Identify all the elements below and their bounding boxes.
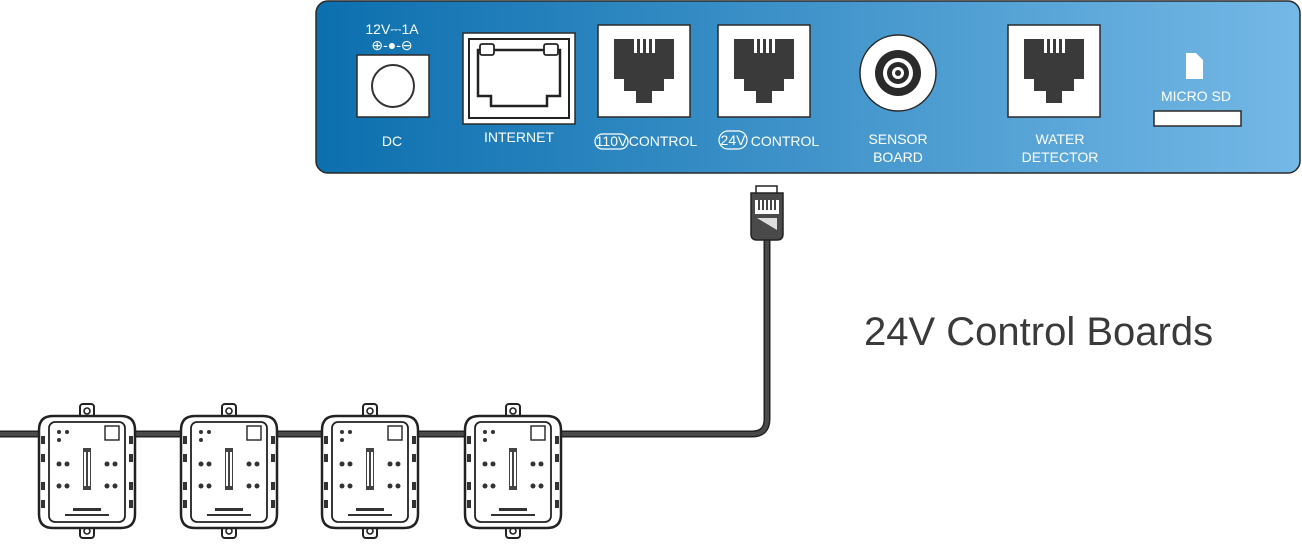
dc-polarity-symbol: ⊕-●-⊖: [371, 37, 412, 53]
dc-jack-icon: [371, 64, 415, 108]
control-cable: [0, 185, 784, 438]
sd-card-icon: [1186, 53, 1203, 79]
sensor-board-label-line2: BOARD: [873, 149, 923, 165]
control-board-icon: [463, 402, 563, 540]
control-24v-label: CONTROL: [751, 133, 820, 149]
bnc-connector-icon: [859, 34, 937, 112]
control-110v-label: CONTROL: [629, 133, 698, 149]
controller-panel: 12V⎓1A ⊕-●-⊖ DC INTERNET 110V CONTROL: [315, 0, 1301, 174]
dc-label: DC: [382, 133, 402, 149]
sensor-board-label-line1: SENSOR: [868, 131, 927, 147]
micro-sd-slot[interactable]: MICRO SD: [1153, 53, 1242, 127]
internet-label: INTERNET: [484, 129, 554, 145]
control-110v-badge: 110V: [596, 133, 628, 149]
rj-plug-icon: [750, 185, 784, 241]
control-board-icon: [179, 402, 279, 540]
water-detector-port[interactable]: WATER DETECTOR: [1007, 24, 1101, 165]
control-24v-badge: 24V: [721, 132, 747, 148]
rj-jack-icon: [717, 24, 811, 118]
diagram-heading: 24V Control Boards: [864, 310, 1213, 354]
water-detector-label-line2: DETECTOR: [1022, 149, 1099, 165]
micro-sd-label: MICRO SD: [1161, 88, 1231, 104]
dc-rating-label: 12V⎓1A: [365, 21, 419, 37]
internet-port[interactable]: INTERNET: [462, 32, 576, 145]
ethernet-jack-icon: [468, 38, 570, 119]
dc-power-port[interactable]: 12V⎓1A ⊕-●-⊖ DC: [356, 21, 430, 149]
control-24v-port[interactable]: 24V CONTROL: [717, 24, 820, 150]
control-board-chain: [37, 402, 563, 540]
sensor-board-port[interactable]: SENSOR BOARD: [859, 34, 937, 165]
control-110v-port[interactable]: 110V CONTROL: [594, 24, 698, 150]
rj-jack-icon: [597, 24, 691, 118]
rj-jack-icon: [1007, 24, 1101, 118]
water-detector-label-line1: WATER: [1036, 131, 1085, 147]
control-board-icon: [320, 402, 420, 540]
control-board-icon: [37, 402, 137, 540]
